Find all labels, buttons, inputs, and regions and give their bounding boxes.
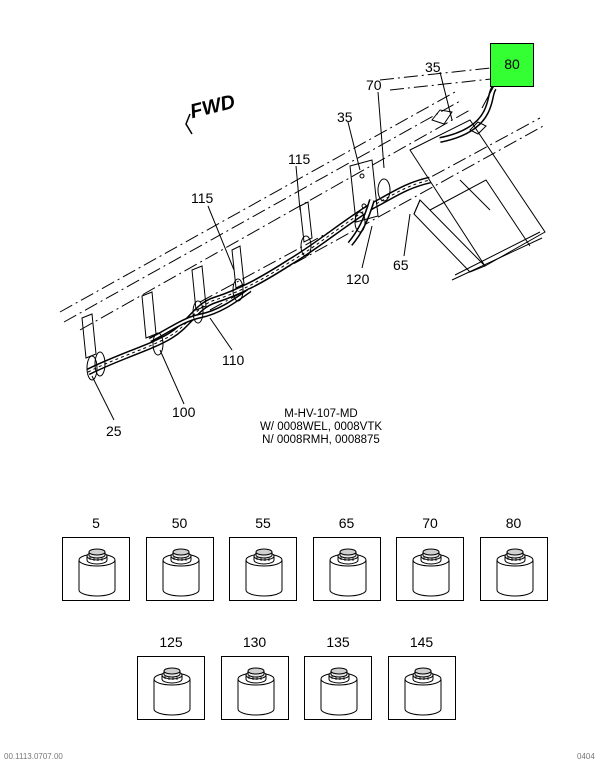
part-box-130[interactable]	[220, 656, 289, 720]
part-number-50: 50	[171, 515, 188, 531]
callout-35-top[interactable]: 35	[425, 59, 441, 75]
callout-110[interactable]: 110	[222, 352, 245, 368]
part-number-5: 5	[92, 515, 100, 531]
footer-page: 0404	[577, 752, 595, 761]
canister-icon	[237, 667, 274, 716]
part-box-145[interactable]	[387, 656, 456, 720]
canister-icon	[404, 667, 441, 716]
diagram-caption: M-HV-107-MD W/ 0008WEL, 0008VTK N/ 0008R…	[236, 408, 406, 447]
part-number-125: 125	[159, 634, 183, 650]
callout-70[interactable]: 70	[366, 77, 382, 93]
callout-65[interactable]: 65	[393, 257, 409, 273]
callout-100[interactable]: 100	[172, 404, 196, 420]
part-number-55: 55	[255, 515, 271, 531]
part-box-80[interactable]	[479, 537, 548, 601]
part-number-145: 145	[409, 634, 434, 650]
part-box-55[interactable]	[229, 537, 297, 601]
part-number-80: 80	[505, 515, 522, 531]
callout-35[interactable]: 35	[337, 109, 353, 125]
forward-arrow-icon	[185, 113, 193, 135]
callout-80-label: 80	[504, 56, 520, 72]
callout-25[interactable]: 25	[106, 423, 122, 439]
part-number-70: 70	[422, 515, 438, 531]
part-box-70[interactable]	[396, 537, 464, 601]
part-box-50[interactable]	[145, 537, 214, 601]
canister-icon	[245, 548, 283, 597]
part-box-125[interactable]	[137, 656, 205, 720]
canister-icon	[153, 667, 191, 716]
part-box-65[interactable]	[312, 537, 381, 601]
part-number-135: 135	[326, 634, 350, 650]
caption-line-1: M-HV-107-MD	[284, 408, 358, 420]
caption-line-3: N/ 0008RMH, 0008875	[262, 434, 380, 446]
canister-icon	[329, 548, 366, 597]
part-box-135[interactable]	[304, 656, 372, 720]
part-box-5[interactable]	[62, 537, 130, 601]
canister-icon	[496, 548, 533, 597]
callout-120[interactable]: 120	[346, 271, 370, 287]
callout-115-right[interactable]: 115	[288, 151, 311, 167]
part-number-65: 65	[338, 515, 355, 531]
callout-80-highlight[interactable]	[490, 43, 534, 87]
part-number-130: 130	[242, 634, 267, 650]
footer-code: 00.1113.0707.00	[4, 752, 63, 761]
caption-line-2: W/ 0008WEL, 0008VTK	[259, 421, 383, 433]
callout-115-left[interactable]: 115	[191, 190, 214, 206]
canister-icon	[412, 548, 450, 597]
canister-icon	[320, 667, 358, 716]
canister-icon	[162, 548, 199, 597]
canister-icon	[78, 548, 116, 597]
harness-exploded-view	[59, 67, 546, 421]
